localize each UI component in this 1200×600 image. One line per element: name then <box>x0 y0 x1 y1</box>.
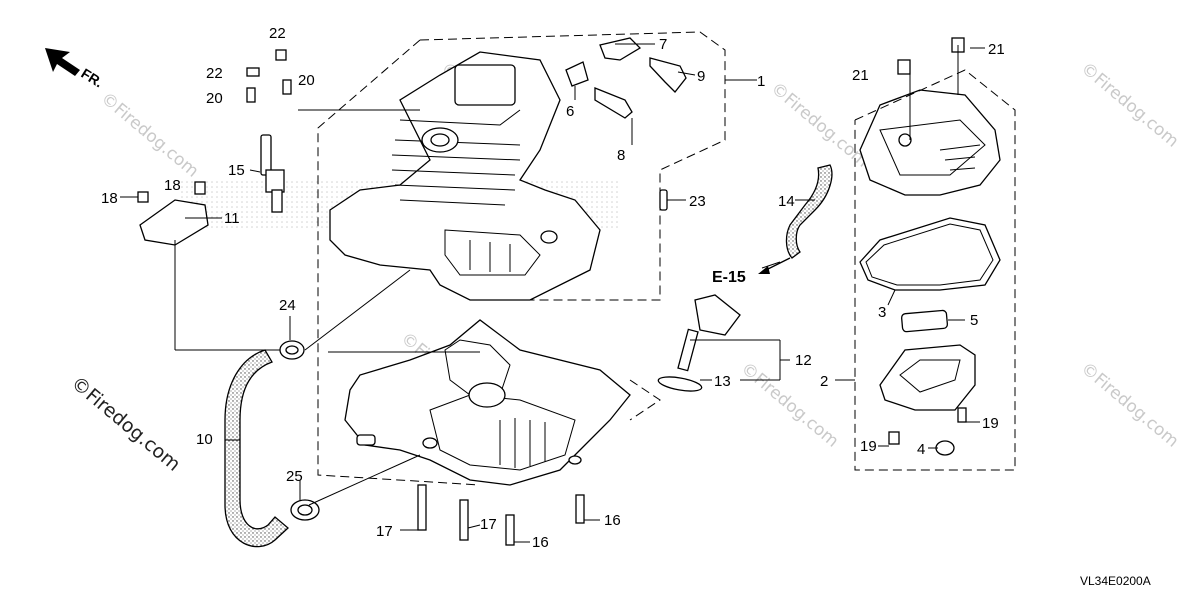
front-direction-arrow: FR. <box>45 48 106 91</box>
callout-16a: 16 <box>532 534 549 551</box>
callout-18a: 18 <box>101 190 118 207</box>
pivot <box>565 61 589 87</box>
callout-22b: 22 <box>206 65 223 82</box>
bolt-group <box>137 37 967 546</box>
callouts: 1 2 3 4 5 6 7 8 9 10 11 12 13 14 15 16 1… <box>101 25 1005 551</box>
breather-hose <box>224 349 289 548</box>
cylinder-group-outline <box>419 31 726 301</box>
callout-21b: 21 <box>988 41 1005 58</box>
hose-clamp-upper <box>279 340 305 360</box>
callout-11: 11 <box>224 210 240 227</box>
callout-22a: 22 <box>269 25 286 42</box>
o-ring <box>657 376 703 392</box>
callout-7: 7 <box>659 36 667 53</box>
rocker-shaft-b <box>649 57 687 93</box>
callout-16b: 16 <box>604 512 621 529</box>
callout-1: 1 <box>757 73 765 90</box>
crankcase-group-outline <box>317 39 481 486</box>
reference-arrow: E-15 <box>712 257 791 286</box>
watermark: ©Firedog.com <box>1077 359 1183 452</box>
rocker-arm <box>599 37 642 61</box>
callout-5: 5 <box>970 312 978 329</box>
dowel-pin <box>659 189 668 211</box>
watermark: ©Firedog.com <box>767 79 873 172</box>
callout-3: 3 <box>878 304 886 321</box>
watermark: ©Firedog.com <box>1077 59 1183 152</box>
callout-20b: 20 <box>206 90 223 107</box>
head-cover-gasket <box>859 217 1001 291</box>
callout-25: 25 <box>286 468 303 485</box>
callout-9: 9 <box>697 68 705 85</box>
breather-separator <box>879 344 976 411</box>
callout-19b: 19 <box>982 415 999 432</box>
callout-14: 14 <box>778 193 795 210</box>
callout-15: 15 <box>228 162 245 179</box>
diagram-code: VL34E0200A <box>1080 574 1151 588</box>
callout-6: 6 <box>566 103 574 120</box>
callout-17a: 17 <box>376 523 393 540</box>
callout-4: 4 <box>917 441 925 458</box>
watermark-dark: ©Firedog.com <box>67 372 185 476</box>
head-cover-gasket-inner <box>865 223 994 286</box>
head-cover <box>859 89 1001 196</box>
callout-19a: 19 <box>860 438 877 455</box>
crankcase <box>344 319 631 486</box>
callout-8: 8 <box>617 147 625 164</box>
crankcase-group-outline <box>629 379 661 421</box>
head-cover-group-outline <box>854 69 1016 471</box>
callout-18b: 18 <box>164 177 181 194</box>
oil-filler-cap <box>677 294 741 372</box>
direction-label: FR. <box>78 65 106 91</box>
callout-24: 24 <box>279 297 296 314</box>
callout-23: 23 <box>689 193 706 210</box>
callout-2: 2 <box>820 373 828 390</box>
callout-20a: 20 <box>298 72 315 89</box>
callout-12: 12 <box>795 352 812 369</box>
leader-lines <box>120 43 985 543</box>
breather-tube <box>785 164 833 259</box>
watermark: ©Firedog.com <box>97 89 203 182</box>
breather-element <box>900 309 949 333</box>
rocker-shaft <box>594 87 633 119</box>
hose-clamp-lower <box>290 499 320 521</box>
spark-plug <box>260 134 285 213</box>
breather-cover-plate <box>139 199 209 246</box>
callout-13: 13 <box>714 373 731 390</box>
callout-10: 10 <box>196 431 213 448</box>
callout-17b: 17 <box>480 516 497 533</box>
callout-21a: 21 <box>852 67 869 84</box>
reference-label: E-15 <box>712 269 746 286</box>
cylinder-head <box>329 51 601 301</box>
